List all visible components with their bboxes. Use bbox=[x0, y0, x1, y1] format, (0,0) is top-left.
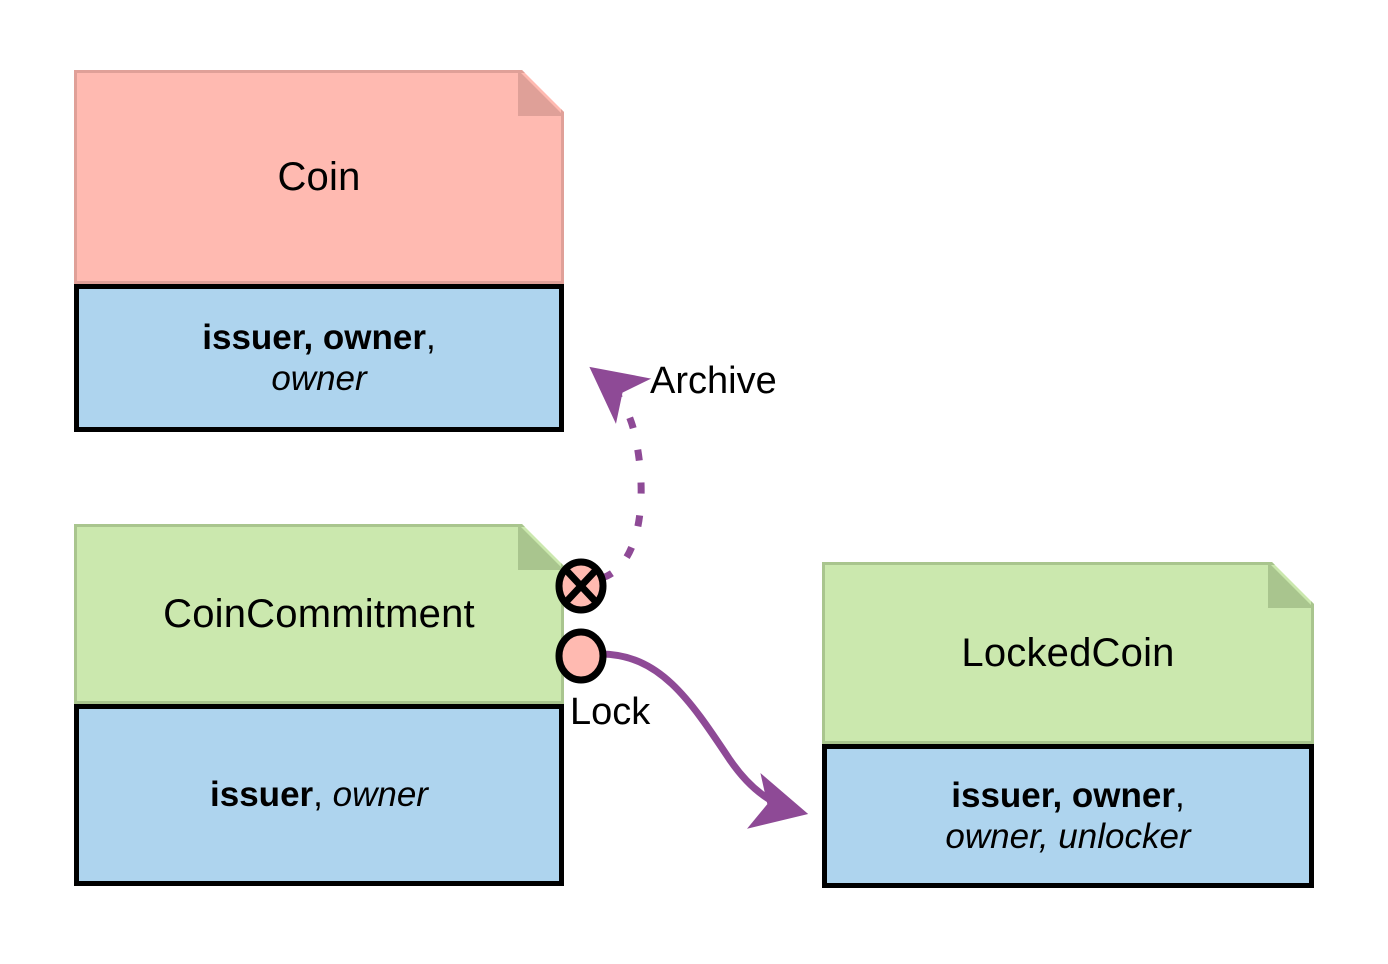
lc-attrs-comma: , bbox=[1174, 775, 1185, 815]
node-coin-header: Coin bbox=[74, 70, 564, 284]
node-coin-commitment[interactable]: CoinCommitment issuer, owner bbox=[74, 524, 564, 886]
node-coin-commitment-title: CoinCommitment bbox=[163, 592, 475, 636]
consume-port-circle-x-icon[interactable] bbox=[555, 558, 607, 614]
edge-archive-path bbox=[589, 366, 652, 582]
node-locked-coin-attributes: issuer, owner, owner, unlocker bbox=[822, 744, 1314, 888]
node-locked-coin-fold-corner bbox=[1268, 562, 1314, 608]
node-coin-commitment-fold-corner bbox=[518, 524, 564, 570]
edge-lock-path bbox=[596, 650, 809, 829]
node-locked-coin-header: LockedCoin bbox=[822, 562, 1314, 744]
edge-label-archive: Archive bbox=[650, 360, 777, 402]
coin-attrs-italic: owner bbox=[271, 359, 367, 398]
edge-label-lock: Lock bbox=[570, 691, 651, 733]
node-coin-attributes: issuer, owner, owner bbox=[74, 284, 564, 432]
lc-attrs-bold: issuer, owner bbox=[951, 775, 1175, 815]
cc-attrs-comma: , bbox=[313, 775, 323, 815]
node-locked-coin-title: LockedCoin bbox=[961, 631, 1175, 675]
coin-attrs-comma: , bbox=[425, 317, 436, 357]
node-coin-attributes-text: issuer, owner, owner bbox=[194, 317, 443, 400]
node-coin[interactable]: Coin issuer, owner, owner bbox=[74, 70, 564, 432]
node-coin-commitment-attributes: issuer, owner bbox=[74, 704, 564, 886]
cc-attrs-bold: issuer bbox=[210, 775, 314, 815]
node-coin-commitment-header: CoinCommitment bbox=[74, 524, 564, 704]
coin-attrs-bold: issuer, owner bbox=[202, 317, 426, 357]
node-coin-header-fill bbox=[74, 70, 564, 284]
lc-attrs-italic: owner, unlocker bbox=[945, 817, 1191, 856]
node-locked-coin-attributes-text: issuer, owner, owner, unlocker bbox=[937, 775, 1198, 858]
node-locked-coin[interactable]: LockedCoin issuer, owner, owner, unlocke… bbox=[822, 562, 1314, 888]
cc-attrs-italic: owner bbox=[332, 775, 428, 815]
create-port-circle-icon[interactable] bbox=[555, 628, 607, 684]
node-coin-title: Coin bbox=[277, 155, 361, 199]
node-coin-commitment-header-fill bbox=[74, 524, 564, 704]
node-locked-coin-header-fill bbox=[822, 562, 1314, 744]
node-coin-commitment-attributes-text: issuer, owner bbox=[202, 774, 436, 815]
